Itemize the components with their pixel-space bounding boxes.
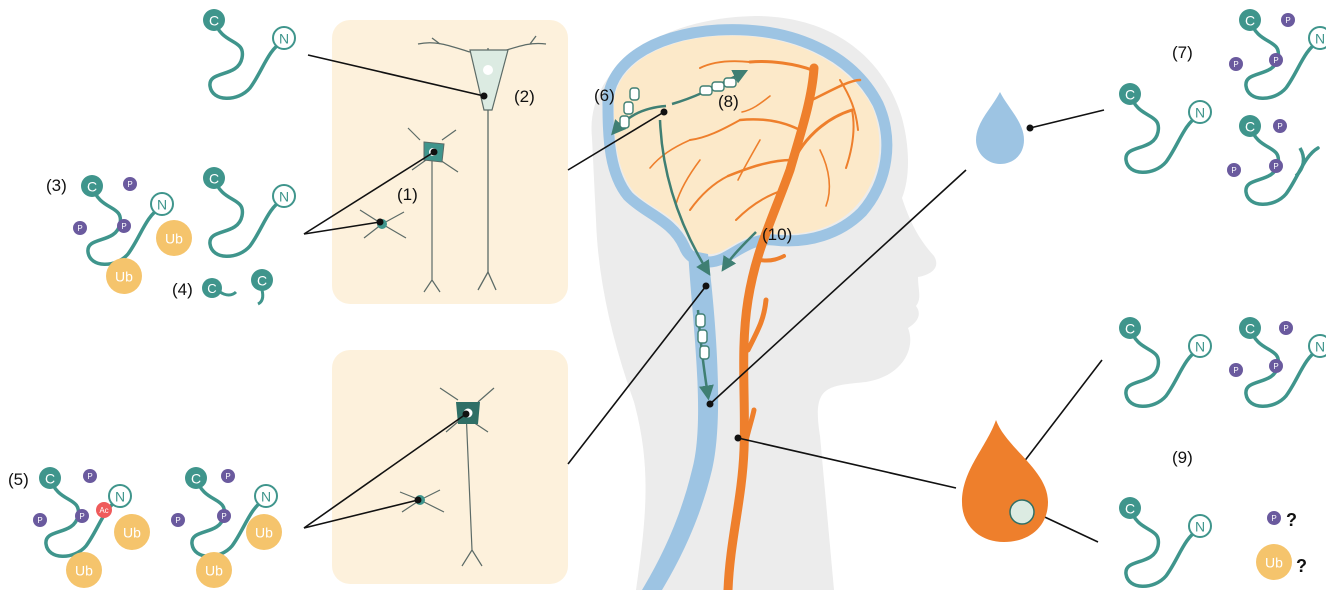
- n-terminus-label: N: [279, 189, 289, 205]
- c-terminus-label: C: [1125, 87, 1135, 103]
- c-terminus-label: C: [87, 179, 97, 195]
- c-terminus-label: C: [1245, 13, 1255, 29]
- n-terminus-label: N: [279, 31, 289, 47]
- c-terminus-label: C: [1245, 321, 1255, 337]
- c-terminus-label: C: [209, 13, 219, 29]
- n-terminus-label: N: [115, 489, 125, 505]
- phospho-label: P: [1231, 166, 1236, 175]
- phospho-label: P: [77, 224, 82, 233]
- ubiquitin-label: Ub: [115, 269, 133, 285]
- tau-chain: [1126, 328, 1198, 406]
- c-terminus-label: C: [45, 471, 55, 487]
- fragment-tail: [220, 292, 236, 295]
- phospho-label: P: [1273, 162, 1278, 171]
- label-2: (2): [514, 87, 535, 106]
- phospho-label: P: [79, 512, 84, 521]
- n-terminus-label: N: [1195, 339, 1205, 355]
- neuron-panel-top: [332, 20, 568, 304]
- label-8: (8): [718, 92, 739, 111]
- n-terminus-label: N: [1315, 31, 1325, 47]
- fragment-tail: [258, 290, 263, 304]
- label-1: (1): [397, 185, 418, 204]
- phospho-label: P: [1277, 122, 1282, 131]
- neuron-panel-bottom: [332, 350, 568, 584]
- phospho-label: P: [121, 222, 126, 231]
- unknown-mark: ?: [1286, 510, 1297, 530]
- label-5: (5): [8, 470, 29, 489]
- phospho-label: P: [175, 516, 180, 525]
- tau-chain: [210, 178, 282, 256]
- tau-chain: [210, 20, 282, 98]
- label-6: (6): [594, 86, 615, 105]
- label-9: (9): [1172, 448, 1193, 467]
- tau-chain-tail: [1296, 148, 1303, 176]
- phospho-label: P: [127, 180, 132, 189]
- n-terminus-label: N: [157, 197, 167, 213]
- phospho-label: P: [1283, 324, 1288, 333]
- ubiquitin-label: Ub: [205, 563, 223, 579]
- tau-chain: [1126, 94, 1198, 172]
- phospho-label: P: [87, 472, 92, 481]
- blood-droplet: [962, 420, 1048, 542]
- phospho-label: P: [1285, 16, 1290, 25]
- c-terminus-label: C: [1245, 119, 1255, 135]
- n-terminus-label: N: [1195, 519, 1205, 535]
- label-10: (10): [762, 225, 792, 244]
- phospho-label: P: [37, 516, 42, 525]
- phospho-label: P: [1273, 362, 1278, 371]
- label-3: (3): [46, 176, 67, 195]
- c-terminus-label: C: [1125, 501, 1135, 517]
- tau-chain: [1126, 508, 1198, 586]
- n-terminus-label: N: [1195, 105, 1205, 121]
- label-7: (7): [1172, 43, 1193, 62]
- blood-vesicle: [1010, 500, 1034, 524]
- c-terminus-label: C: [257, 273, 267, 289]
- ubiquitin-label: Ub: [75, 563, 93, 579]
- phospho-label: P: [225, 472, 230, 481]
- phospho-label: P: [1271, 514, 1276, 523]
- c-terminus-label: C: [1125, 321, 1135, 337]
- phospho-label: P: [1273, 56, 1278, 65]
- ubiquitin-label: Ub: [165, 231, 183, 247]
- n-terminus-label: N: [1315, 339, 1325, 355]
- phospho-label: P: [1233, 366, 1238, 375]
- n-terminus-label: N: [261, 489, 271, 505]
- c-terminus-label: C: [209, 171, 219, 187]
- phospho-label: P: [1233, 60, 1238, 69]
- acetyl-label: Ac: [99, 506, 108, 515]
- label-4: (4): [172, 280, 193, 299]
- ubiquitin-label: Ub: [255, 525, 273, 541]
- unknown-mark: ?: [1296, 556, 1307, 576]
- phospho-label: P: [221, 512, 226, 521]
- ubiquitin-label: Ub: [1265, 555, 1283, 571]
- ubiquitin-label: Ub: [123, 525, 141, 541]
- csf-droplet: [976, 92, 1024, 164]
- c-terminus-label: C: [191, 471, 201, 487]
- c-terminus-label: C: [207, 281, 216, 296]
